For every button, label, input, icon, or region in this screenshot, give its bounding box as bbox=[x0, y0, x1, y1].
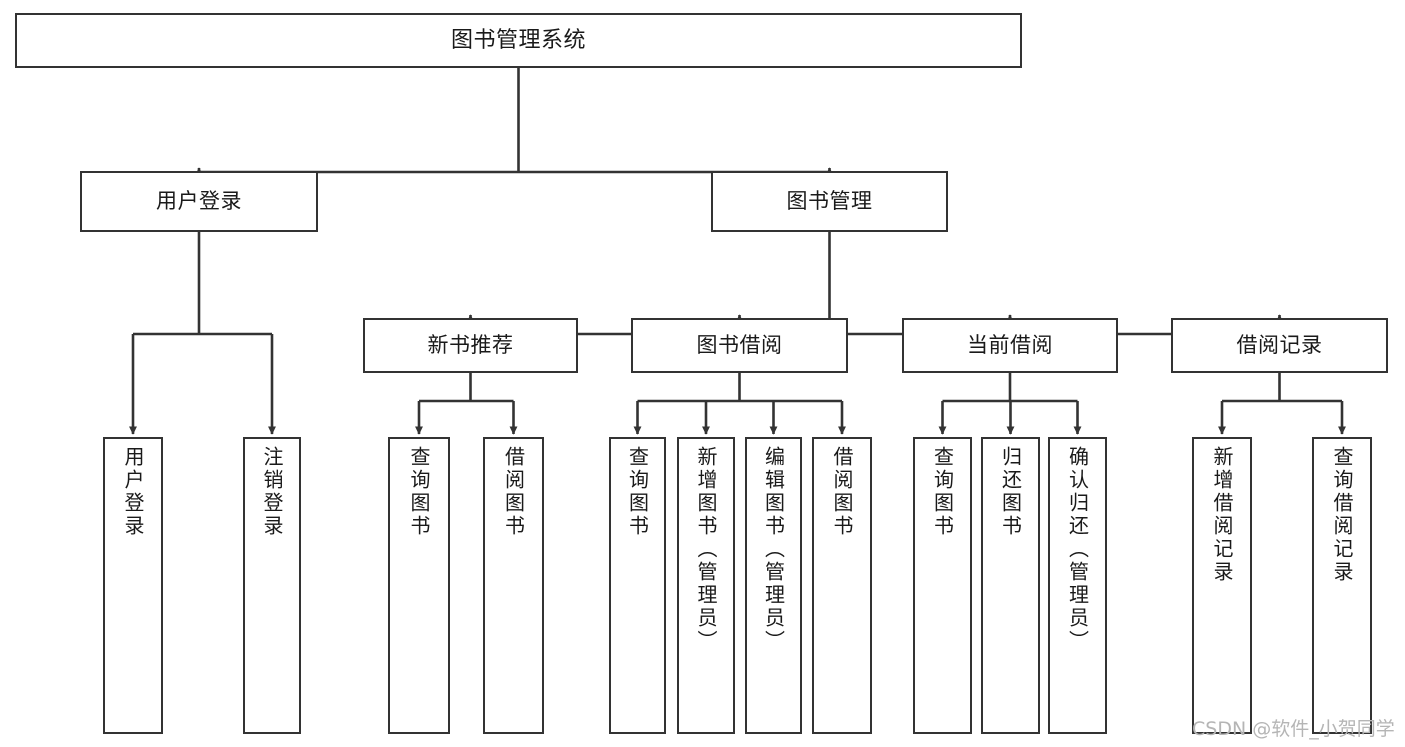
node-l10[interactable]: 归还图书 bbox=[981, 437, 1040, 734]
node-l9[interactable]: 查询图书 bbox=[913, 437, 972, 734]
node-l12[interactable]: 新增借阅记录 bbox=[1192, 437, 1252, 734]
node-l11[interactable]: 确认归还（管理员） bbox=[1048, 437, 1107, 734]
node-label-l12: 新增借阅记录 bbox=[1210, 446, 1234, 584]
node-l13[interactable]: 查询借阅记录 bbox=[1312, 437, 1372, 734]
node-label-login: 用户登录 bbox=[156, 189, 242, 214]
node-label-l2: 注销登录 bbox=[260, 446, 284, 538]
node-label-l5: 查询图书 bbox=[625, 446, 650, 538]
node-l1[interactable]: 用户登录 bbox=[103, 437, 163, 734]
node-l2[interactable]: 注销登录 bbox=[243, 437, 301, 734]
node-label-l7: 编辑图书（管理员） bbox=[761, 446, 786, 653]
node-label-l4: 借阅图书 bbox=[501, 446, 526, 538]
node-l8[interactable]: 借阅图书 bbox=[812, 437, 872, 734]
node-label-records: 借阅记录 bbox=[1236, 333, 1323, 358]
node-label-newbook: 新书推荐 bbox=[427, 333, 514, 358]
node-label-l1: 用户登录 bbox=[121, 446, 145, 538]
node-label-l11: 确认归还（管理员） bbox=[1065, 446, 1090, 653]
node-label-bookmgmt: 图书管理 bbox=[786, 189, 873, 214]
node-current[interactable]: 当前借阅 bbox=[902, 318, 1118, 373]
node-l7[interactable]: 编辑图书（管理员） bbox=[745, 437, 802, 734]
node-records[interactable]: 借阅记录 bbox=[1171, 318, 1388, 373]
node-l5[interactable]: 查询图书 bbox=[609, 437, 666, 734]
node-label-l3: 查询图书 bbox=[407, 446, 431, 538]
node-l3[interactable]: 查询图书 bbox=[388, 437, 450, 734]
node-label-current: 当前借阅 bbox=[967, 333, 1053, 358]
node-l6[interactable]: 新增图书（管理员） bbox=[677, 437, 735, 734]
node-login[interactable]: 用户登录 bbox=[80, 171, 318, 232]
node-newbook[interactable]: 新书推荐 bbox=[363, 318, 578, 373]
node-root[interactable]: 图书管理系统 bbox=[15, 13, 1022, 68]
node-borrow[interactable]: 图书借阅 bbox=[631, 318, 848, 373]
node-label-l10: 归还图书 bbox=[998, 446, 1023, 538]
node-label-l8: 借阅图书 bbox=[830, 446, 854, 538]
node-label-l6: 新增图书（管理员） bbox=[694, 446, 718, 653]
node-label-l9: 查询图书 bbox=[930, 446, 955, 538]
node-label-l13: 查询借阅记录 bbox=[1330, 446, 1354, 584]
node-label-borrow: 图书借阅 bbox=[696, 333, 783, 358]
node-bookmgmt[interactable]: 图书管理 bbox=[711, 171, 948, 232]
node-l4[interactable]: 借阅图书 bbox=[483, 437, 544, 734]
node-label-root: 图书管理系统 bbox=[450, 27, 586, 53]
